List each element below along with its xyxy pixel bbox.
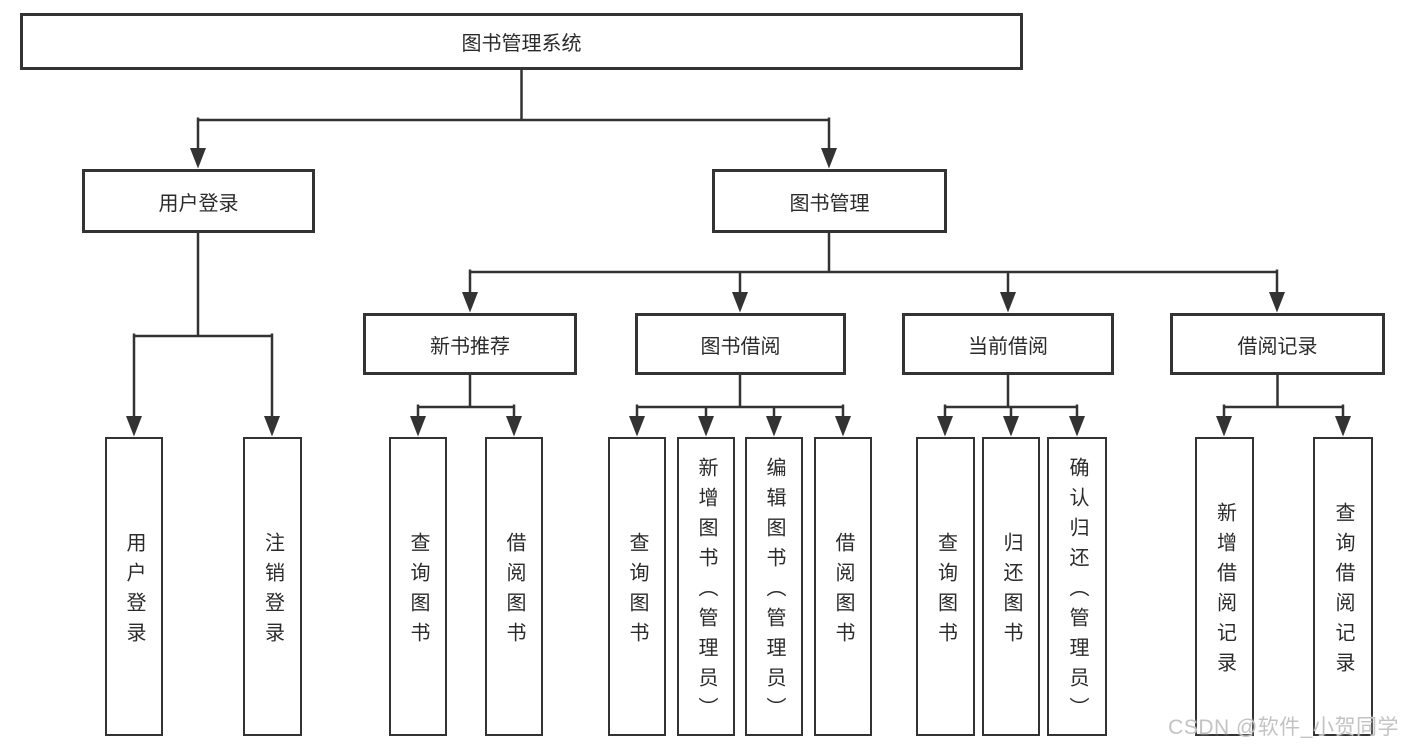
connector-current-borrowing-to-leaves [937, 373, 1085, 437]
node-leaf-current-query-books-label: 查询图书 [934, 531, 957, 652]
node-root-system-label: 图书管理系统 [461, 33, 582, 55]
node-current-borrowing: 当前借阅 [902, 313, 1114, 375]
node-leaf-current-query-books: 查询图书 [916, 437, 975, 736]
node-leaf-user-login: 用户登录 [105, 437, 163, 736]
node-book-management-module-label: 图书管理 [789, 192, 870, 215]
node-user-login-module: 用户登录 [82, 169, 315, 233]
node-leaf-current-return-books-label: 归还图书 [1000, 531, 1022, 652]
node-leaf-recommend-borrow-books: 借阅图书 [485, 437, 543, 736]
node-current-borrowing-label: 当前借阅 [968, 335, 1048, 358]
connector-book-borrowing-to-leaves [629, 373, 851, 437]
node-leaf-current-return-books: 归还图书 [982, 437, 1040, 736]
node-book-management-module: 图书管理 [712, 169, 947, 233]
node-user-login-module-label: 用户登录 [158, 192, 239, 215]
node-new-book-recommend: 新书推荐 [363, 313, 577, 375]
node-leaf-current-confirm-return-admin: 确认归还（管理员） [1047, 437, 1107, 736]
node-leaf-borrowing-borrow-books-label: 借阅图书 [832, 531, 854, 652]
node-leaf-user-login-label: 用户登录 [123, 531, 145, 652]
node-leaf-recommend-query-books: 查询图书 [389, 437, 447, 736]
connector-new-books-to-leaves [410, 373, 522, 437]
node-leaf-recommend-query-books-label: 查询图书 [407, 531, 429, 652]
node-leaf-logout: 注销登录 [243, 437, 302, 736]
node-leaf-borrowing-add-books-admin: 新增图书（管理员） [677, 437, 735, 736]
node-leaf-recommend-borrow-books-label: 借阅图书 [503, 531, 525, 652]
node-leaf-borrowing-edit-books-admin: 编辑图书（管理员） [745, 437, 803, 736]
node-leaf-records-query-record: 查询借阅记录 [1313, 437, 1373, 736]
node-borrowing-records: 借阅记录 [1170, 313, 1385, 375]
node-leaf-records-add-record-label: 新增借阅记录 [1213, 501, 1236, 682]
connector-root-to-level2 [190, 68, 837, 169]
node-borrowing-records-label: 借阅记录 [1237, 335, 1318, 358]
connector-user-login-to-leaves [126, 231, 280, 437]
node-leaf-borrowing-edit-books-admin-label: 编辑图书（管理员） [763, 456, 785, 727]
connector-book-mgmt-to-level3 [462, 231, 1285, 313]
connector-borrow-records-to-leaves [1216, 373, 1351, 437]
node-leaf-logout-label: 注销登录 [261, 531, 284, 652]
node-leaf-borrowing-add-books-admin-label: 新增图书（管理员） [695, 456, 717, 727]
node-leaf-current-confirm-return-admin-label: 确认归还（管理员） [1066, 456, 1088, 727]
node-leaf-borrowing-borrow-books: 借阅图书 [814, 437, 872, 736]
node-leaf-records-add-record: 新增借阅记录 [1195, 437, 1254, 736]
node-book-borrowing: 图书借阅 [635, 313, 846, 375]
node-leaf-records-query-record-label: 查询借阅记录 [1332, 501, 1354, 682]
node-root-system: 图书管理系统 [20, 13, 1023, 70]
node-leaf-borrowing-query-books: 查询图书 [608, 437, 666, 736]
node-book-borrowing-label: 图书借阅 [700, 335, 781, 358]
node-new-book-recommend-label: 新书推荐 [430, 335, 510, 358]
node-leaf-borrowing-query-books-label: 查询图书 [626, 531, 648, 652]
